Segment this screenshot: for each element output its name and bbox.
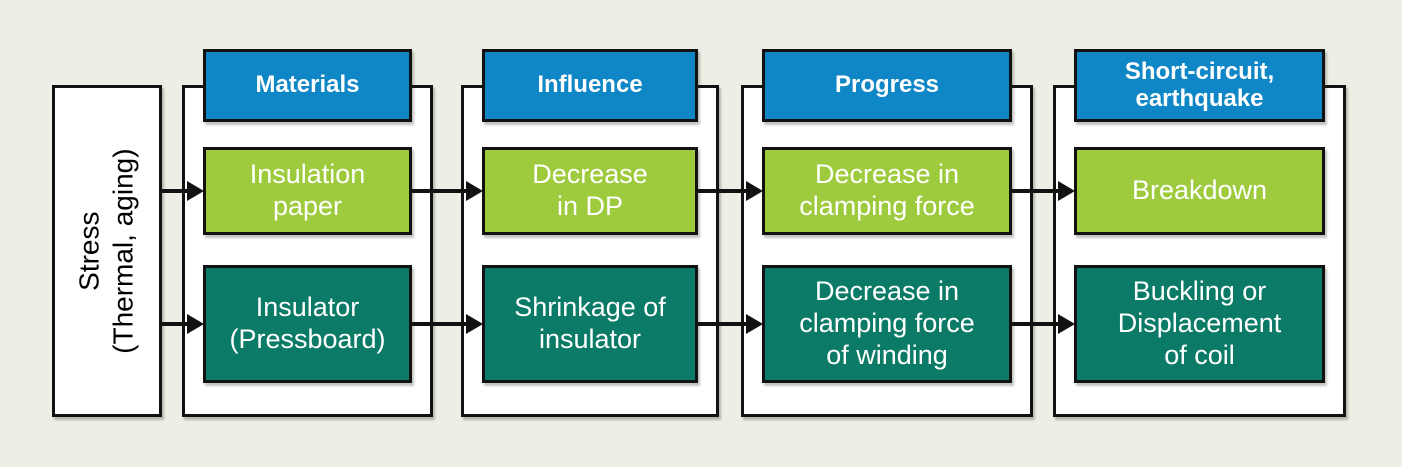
- column-header-influence: Influence: [482, 49, 698, 122]
- node-buckling-or-displacement-of-coil-label: Buckling or Displacement of coil: [1117, 276, 1282, 370]
- column-header-materials-label: Materials: [255, 71, 360, 99]
- column-header-influence-label: Influence: [537, 71, 643, 99]
- arrow-insulator-to-shrinkage: [410, 314, 483, 334]
- node-shrinkage-of-insulator: Shrinkage of insulator: [482, 265, 698, 383]
- node-insulator-pressboard: Insulator (Pressboard): [203, 265, 412, 383]
- node-decrease-in-dp-label: Decrease in DP: [532, 159, 648, 221]
- column-header-progress-label: Progress: [834, 71, 940, 99]
- column-header-short-circuit-label: Short-circuit, earthquake: [1124, 57, 1275, 112]
- node-decrease-clamping-force-of-winding-label: Decrease in clamping force of winding: [799, 276, 975, 370]
- arrow-stress-to-insulator: [160, 314, 204, 334]
- column-header-materials: Materials: [203, 49, 412, 122]
- node-insulator-pressboard-label: Insulator (Pressboard): [229, 292, 386, 354]
- arrow-clamping-force-to-breakdown: [1010, 181, 1075, 201]
- stress-source-box: Stress (Thermal, aging): [52, 85, 162, 417]
- node-decrease-clamping-force-of-winding: Decrease in clamping force of winding: [762, 265, 1012, 383]
- node-decrease-in-clamping-force-label: Decrease in clamping force: [799, 159, 975, 221]
- node-decrease-in-clamping-force: Decrease in clamping force: [762, 147, 1012, 235]
- node-decrease-in-dp: Decrease in DP: [482, 147, 698, 235]
- arrow-shrinkage-to-clamping-force-winding: [696, 314, 763, 334]
- node-breakdown: Breakdown: [1074, 147, 1325, 235]
- arrow-insulation-paper-to-decrease-in-dp: [410, 181, 483, 201]
- node-shrinkage-of-insulator-label: Shrinkage of insulator: [514, 292, 666, 354]
- column-header-progress: Progress: [762, 49, 1012, 122]
- node-breakdown-label: Breakdown: [1131, 175, 1268, 206]
- column-header-short-circuit: Short-circuit, earthquake: [1074, 49, 1325, 122]
- stress-label: Stress (Thermal, aging): [73, 148, 139, 354]
- arrow-clamping-force-winding-to-buckling: [1010, 314, 1075, 334]
- node-insulation-paper: Insulation paper: [203, 147, 412, 235]
- arrow-decrease-in-dp-to-clamping-force: [696, 181, 763, 201]
- arrow-stress-to-insulation-paper: [160, 181, 204, 201]
- node-buckling-or-displacement-of-coil: Buckling or Displacement of coil: [1074, 265, 1325, 383]
- node-insulation-paper-label: Insulation paper: [249, 159, 366, 221]
